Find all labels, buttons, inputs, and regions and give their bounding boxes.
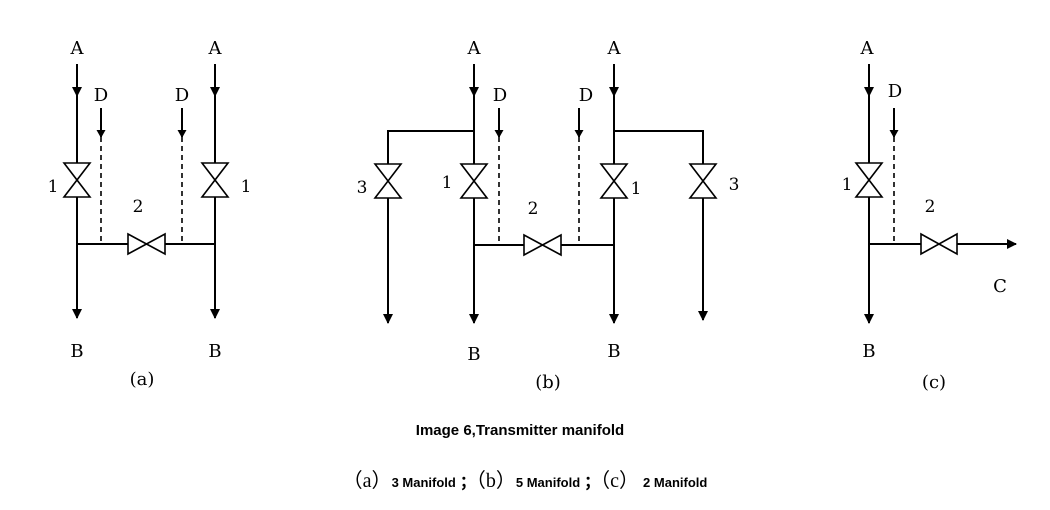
valve-c-2 [920,232,958,256]
label-a-drain-left: D [94,85,108,106]
valve-c-1 [854,162,884,198]
valve-b-1-right [599,163,629,199]
manifold-c [854,64,1017,324]
label-a-valve-1-left: 1 [48,177,59,197]
label-b-valve-3-right: 3 [729,175,740,195]
label-a-valve-2: 2 [133,197,144,217]
label-a-output-right: B [208,341,221,362]
caption-c-text: 2 Manifold [643,475,708,490]
subfigure-label-b: (b) [535,372,561,393]
branch-b-left [383,130,474,324]
valve-b-2 [523,233,562,257]
label-c-drain: D [888,81,902,102]
label-b-input-left: A [467,38,482,59]
caption-b-paren: （b） [475,470,516,492]
valve-b-3-left [373,163,403,199]
label-a-valve-1-right: 1 [241,177,252,197]
label-c-discharge: C [993,276,1007,297]
label-b-drain-right: D [579,85,593,106]
caption-a-text: 3 Manifold [391,475,456,490]
label-b-valve-1-right: 1 [631,179,642,199]
label-c-output: B [862,341,875,362]
manifold-a [62,64,230,319]
label-a-output-left: B [70,341,83,362]
label-a-drain-right: D [175,85,189,106]
label-b-input-right: A [607,38,622,59]
label-c-valve-1: 1 [842,175,853,195]
caption-c-paren: （c） [600,470,640,492]
caption-a-paren: （a） [342,470,392,492]
figure-caption: （a）3 Manifold ；（b）5 Manifold ；（c） 2 Mani… [0,464,1050,493]
label-b-valve-3-left: 3 [357,178,368,198]
manifold-b [373,64,718,324]
valve-a-1-right [200,162,230,198]
label-c-input: A [860,38,875,59]
label-b-valve-2: 2 [528,199,539,219]
valve-b-1-left [459,163,489,199]
subfigure-label-a: (a) [130,369,155,390]
manifold-diagram: A A D D 1 1 2 B B (a) A A D D 3 1 1 3 2 … [48,38,1017,393]
label-a-input-left: A [70,38,85,59]
valve-b-3-right [688,163,718,199]
figure-title: Image 6,Transmitter manifold [415,422,625,439]
caption-b-text: 5 Manifold [515,475,581,490]
valve-a-1-left [62,162,92,198]
subfigure-label-c: (c) [922,372,946,393]
label-b-output-right: B [607,341,620,362]
label-c-valve-2: 2 [925,197,936,217]
branch-b-right [614,130,708,321]
caption-separator-1: ； [459,474,476,491]
valve-a-2 [127,232,166,256]
label-a-input-right: A [208,38,223,59]
caption-separator-2: ； [584,474,601,491]
label-b-output-left: B [467,344,480,365]
label-b-drain-left: D [493,85,507,106]
label-b-valve-1-left: 1 [442,173,453,193]
